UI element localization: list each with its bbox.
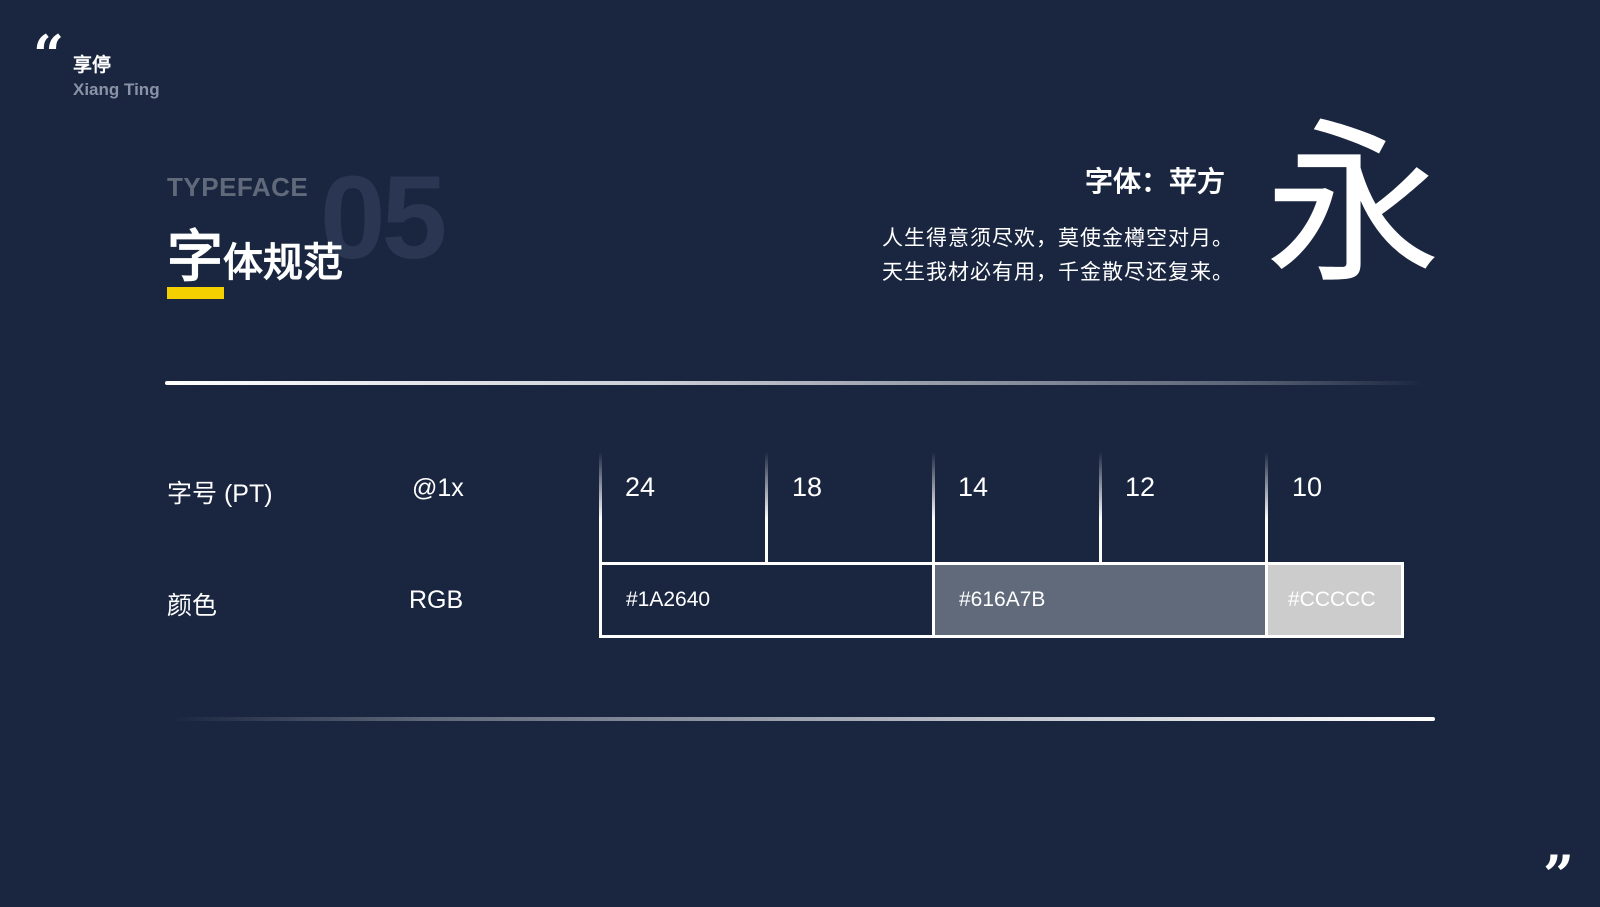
sample-poem: 人生得意须尽欢，莫使金樽空对月。 天生我材必有用，千金散尽还复来。 [882, 222, 1234, 290]
color-swatch-primary: #1A2640 [599, 562, 936, 638]
size-scale: @1x [412, 474, 464, 502]
section-eyebrow: TYPEFACE [167, 172, 309, 202]
poem-line: 人生得意须尽欢，莫使金樽空对月。 [882, 227, 1234, 250]
accent-bar [167, 287, 224, 299]
font-size-14: 14 [958, 472, 989, 502]
title-rest: 体规范 [223, 241, 343, 285]
font-name: 字体：苹方 [1084, 166, 1225, 197]
column-divider [1099, 452, 1102, 564]
divider-top [165, 381, 1425, 385]
close-quote-icon: ” [1543, 843, 1575, 907]
divider-bottom [170, 717, 1435, 721]
page-title: 字体规范 [167, 212, 343, 293]
color-code: #616A7B [959, 588, 1046, 611]
color-code: #CCCCC [1288, 588, 1376, 611]
brand-name: 享停 [73, 55, 112, 76]
color-swatch-secondary: #616A7B [932, 562, 1269, 638]
font-size-18: 18 [792, 472, 823, 502]
column-divider [1265, 452, 1268, 564]
color-mode: RGB [409, 586, 464, 614]
color-swatch-light: #CCCCC [1265, 562, 1404, 638]
section-number: 05 [320, 152, 447, 284]
poem-line: 天生我材必有用，千金散尽还复来。 [882, 261, 1234, 284]
open-quote-icon: “ [33, 23, 65, 87]
brand-name-en: Xiang Ting [73, 80, 160, 99]
size-label: 字号 (PT) [167, 480, 273, 508]
font-size-24: 24 [625, 472, 656, 502]
title-big-char: 字 [167, 225, 223, 288]
color-code: #1A2640 [626, 588, 711, 611]
font-size-12: 12 [1125, 472, 1156, 502]
column-divider [765, 452, 768, 564]
font-size-10: 10 [1292, 472, 1323, 502]
column-divider [599, 452, 602, 564]
column-divider [932, 452, 935, 564]
color-label: 颜色 [167, 592, 218, 620]
sample-character: 永 [1265, 108, 1442, 304]
